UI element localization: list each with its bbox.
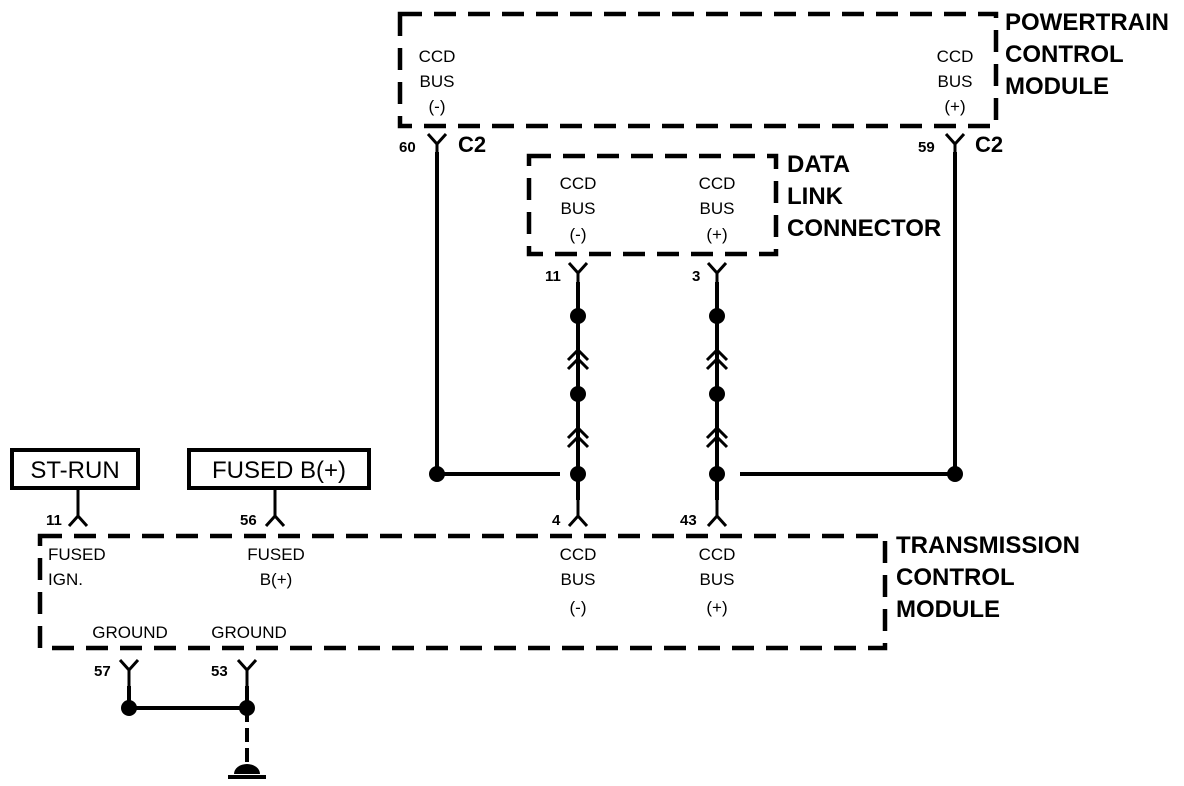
- dlc-ccd-pos-line-2: BUS: [700, 199, 735, 218]
- data-link-connector: DATA LINK CONNECTOR CCD BUS (-) CCD BUS …: [526, 151, 941, 285]
- tcm-pin-11: 11: [46, 512, 62, 529]
- inline-connector-icon: [566, 347, 590, 371]
- splice-dot: [709, 386, 725, 402]
- tcm-fused-b-line-1: FUSED: [247, 545, 305, 564]
- dlc-outline: [526, 153, 779, 257]
- pcm-pin-60: 60: [399, 139, 416, 156]
- tcm-fused-ign-line-2: IGN.: [48, 570, 83, 589]
- tcm-title-line-2: CONTROL: [896, 564, 1015, 591]
- tcm-title-line-3: MODULE: [896, 596, 1000, 623]
- tcm-ccd-neg-line-3: (-): [570, 598, 587, 617]
- tcm-ccd-pos-line-2: BUS: [700, 570, 735, 589]
- tcm-pin-53: 53: [211, 663, 228, 680]
- splice-dot: [429, 466, 445, 482]
- dlc-terminal-pos-icon: [706, 261, 728, 282]
- pcm-ccd-neg-line-1: CCD: [419, 47, 456, 66]
- pcm-title-line-2: CONTROL: [1005, 41, 1124, 68]
- tcm-pin-4: 4: [552, 512, 561, 529]
- pcm-terminal-neg-icon: [426, 132, 448, 152]
- tcm-pin-56: 56: [240, 512, 257, 529]
- pcm-ccd-pos-line-1: CCD: [937, 47, 974, 66]
- pcm-connector-c2-neg: C2: [458, 132, 486, 157]
- tcm-ground-label-1: GROUND: [92, 623, 168, 642]
- splice-dot: [709, 466, 725, 482]
- dlc-ccd-neg-line-2: BUS: [561, 199, 596, 218]
- pcm-title-line-3: MODULE: [1005, 73, 1109, 100]
- tcm-pin-43: 43: [680, 512, 697, 529]
- pcm-terminal-pos-icon: [944, 132, 966, 152]
- tcm-terminal-ccd-neg-icon: [567, 500, 589, 528]
- tcm-terminal-fused-ign-icon: [67, 488, 89, 528]
- tcm-ccd-neg-line-2: BUS: [561, 570, 596, 589]
- dlc-ccd-neg-line-3: (-): [570, 225, 587, 244]
- dlc-pin-3: 3: [692, 268, 700, 285]
- powertrain-control-module: POWERTRAIN CONTROL MODULE CCD BUS (-) CC…: [397, 9, 1169, 157]
- st-run-label: ST-RUN: [30, 457, 119, 484]
- dlc-ccd-pos-line-1: CCD: [699, 174, 736, 193]
- tcm-ccd-neg-line-1: CCD: [560, 545, 597, 564]
- tcm-ground-label-2: GROUND: [211, 623, 287, 642]
- fused-b-box: [187, 448, 371, 490]
- splice-dot: [709, 308, 725, 324]
- inline-connector-icon: [705, 425, 729, 449]
- dlc-ccd-pos-line-3: (+): [706, 225, 727, 244]
- tcm-ccd-pos-line-1: CCD: [699, 545, 736, 564]
- pcm-ccd-neg-line-2: BUS: [420, 72, 455, 91]
- dlc-ccd-neg-line-1: CCD: [560, 174, 597, 193]
- pcm-ccd-neg-line-3: (-): [429, 97, 446, 116]
- dlc-title-line-2: LINK: [787, 183, 844, 210]
- splice-dot: [570, 466, 586, 482]
- pcm-ccd-pos-line-3: (+): [944, 97, 965, 116]
- pcm-pin-59: 59: [918, 139, 935, 156]
- splice-dot: [239, 700, 255, 716]
- dlc-title-line-3: CONNECTOR: [787, 215, 941, 242]
- inline-connector-icon: [705, 347, 729, 371]
- tcm-terminal-ccd-pos-icon: [706, 500, 728, 528]
- pcm-connector-c2-pos: C2: [975, 132, 1003, 157]
- tcm-outline: [37, 533, 888, 651]
- pcm-title-line-1: POWERTRAIN: [1005, 9, 1169, 36]
- tcm-fused-ign-line-1: FUSED: [48, 545, 106, 564]
- tcm-terminal-fused-b-icon: [264, 488, 286, 528]
- dlc-terminal-neg-icon: [567, 261, 589, 282]
- tcm-ccd-pos-line-3: (+): [706, 598, 727, 617]
- transmission-control-module: TRANSMISSION CONTROL MODULE 11 56 4 43 F…: [37, 512, 1080, 680]
- splice-dot: [570, 386, 586, 402]
- power-sources: ST-RUN FUSED B(+): [10, 448, 371, 490]
- dlc-pin-11: 11: [545, 268, 561, 285]
- tcm-terminal-ground-57-icon: [118, 658, 140, 686]
- tcm-pin-57: 57: [94, 663, 111, 680]
- splice-dot: [947, 466, 963, 482]
- tcm-fused-b-line-2: B(+): [260, 570, 293, 589]
- dlc-title-line-1: DATA: [787, 151, 850, 178]
- ground-symbol-icon: [234, 764, 260, 774]
- inline-connector-icon: [566, 425, 590, 449]
- splice-dot: [121, 700, 137, 716]
- fused-b-label: FUSED B(+): [212, 457, 346, 484]
- splice-dot: [570, 308, 586, 324]
- pcm-ccd-pos-line-2: BUS: [938, 72, 973, 91]
- st-run-box: [10, 448, 140, 490]
- tcm-title-line-1: TRANSMISSION: [896, 532, 1080, 559]
- wiring: [67, 152, 963, 779]
- pcm-outline: [397, 11, 999, 129]
- tcm-terminal-ground-53-icon: [236, 658, 258, 686]
